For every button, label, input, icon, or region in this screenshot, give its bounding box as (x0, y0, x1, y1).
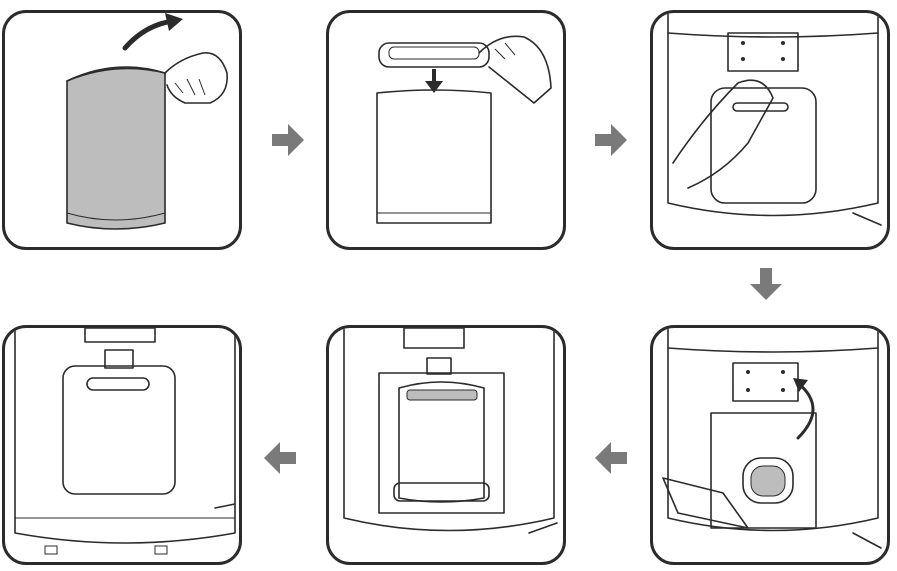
arrow-down-icon (748, 266, 784, 302)
insert-filter-icon (653, 328, 890, 565)
open-front-cover-icon (653, 13, 890, 250)
step-4-panel (650, 325, 890, 565)
arrow-left-2 (262, 440, 298, 476)
remove-filter-bag-icon (5, 13, 242, 250)
arrow-right-2 (593, 122, 629, 158)
arrow-right-1 (270, 122, 306, 158)
step-3-panel (650, 10, 890, 250)
step-6-panel (2, 325, 242, 565)
step-2-panel (326, 10, 566, 250)
arrow-left-1 (593, 440, 629, 476)
arrow-left-icon (262, 440, 298, 476)
attach-filter-frame-icon (329, 13, 566, 250)
close-cover-icon (5, 328, 242, 565)
arrow-down (748, 266, 784, 302)
filter-installed-icon (329, 328, 566, 565)
arrow-right-icon (270, 122, 306, 158)
arrow-left-icon (593, 440, 629, 476)
arrow-right-icon (593, 122, 629, 158)
step-1-panel (2, 10, 242, 250)
step-5-panel (326, 325, 566, 565)
